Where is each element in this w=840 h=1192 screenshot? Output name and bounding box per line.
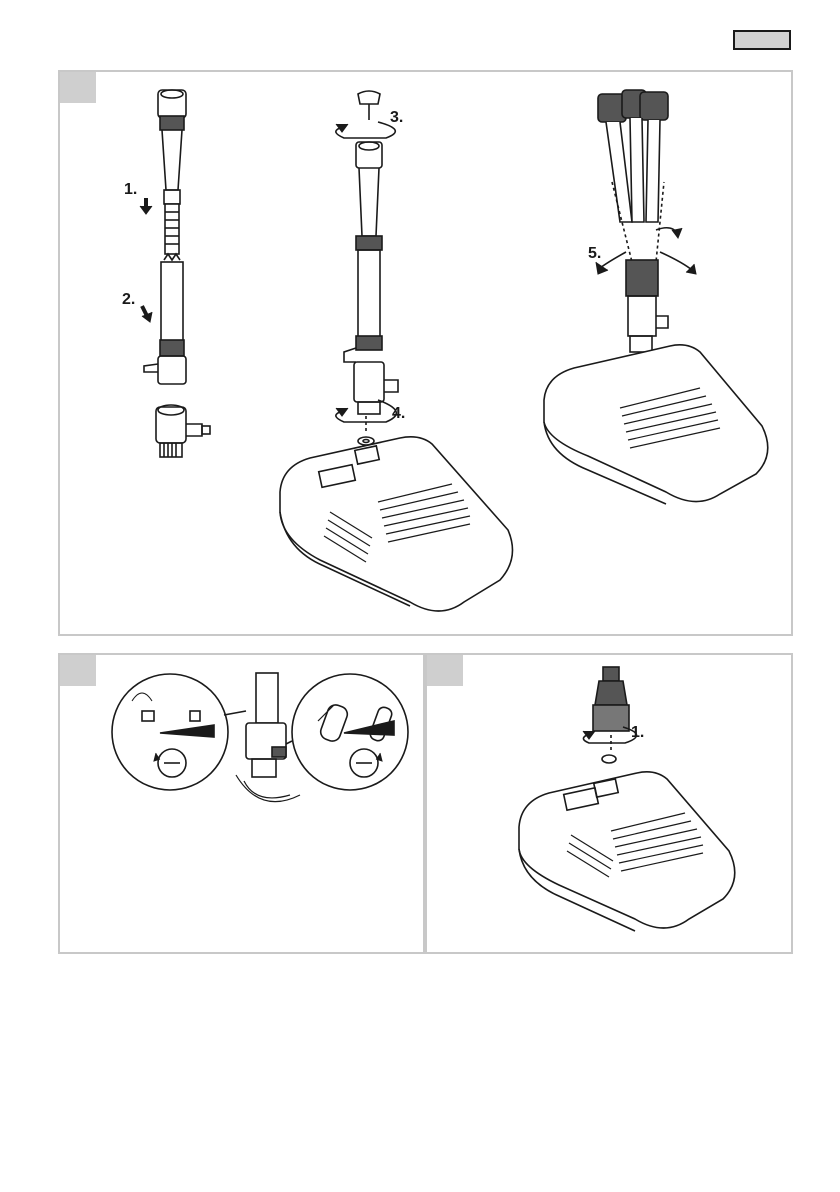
pump-with-tube-illustration — [280, 91, 513, 611]
figure-panel-bottom-left — [58, 653, 425, 954]
step-label-3: 3. — [390, 109, 403, 126]
figure-panel-top: 1. 2. 3. 4. 5. — [58, 70, 793, 636]
step-label-5: 5. — [588, 245, 601, 262]
assembly-illustration: 1. 2. 3. 4. 5. — [60, 72, 795, 638]
step-label-4: 4. — [392, 405, 405, 422]
figure-panel-bottom-right: 1. — [425, 653, 793, 954]
step-label-2: 2. — [122, 291, 135, 308]
nozzle-adapter-illustration: 1. — [427, 655, 795, 956]
telescopic-tube-illustration — [144, 90, 210, 457]
language-tab — [733, 30, 791, 50]
step-label-1: 1. — [631, 724, 644, 741]
step-label-1: 1. — [124, 181, 137, 198]
flow-regulator-illustration — [60, 655, 427, 956]
